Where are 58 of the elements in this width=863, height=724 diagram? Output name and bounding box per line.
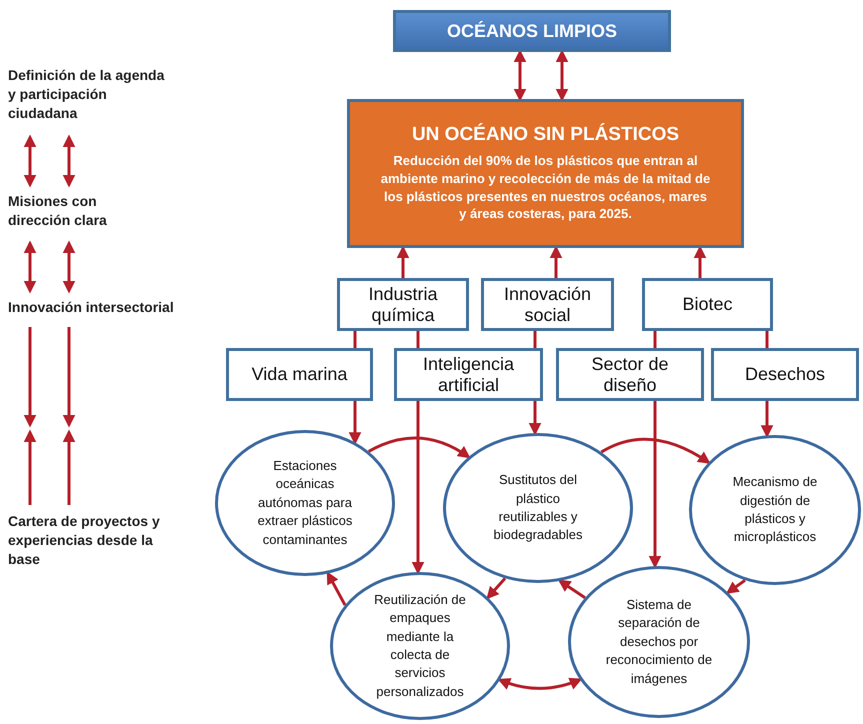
arrow (556, 49, 568, 102)
mission-box (347, 99, 744, 248)
sector-box (481, 278, 614, 331)
level-label: Cartera de proyectos y experiencias desde la base (8, 512, 161, 569)
node-text: OCÉANOS LIMPIOS (446, 20, 617, 42)
connector-line (654, 331, 656, 348)
node-text: Industria química (367, 284, 439, 325)
arrow (486, 577, 506, 600)
level-label: Innovación intersectorial (8, 298, 174, 317)
sector-box (556, 348, 704, 401)
node-text: Sector de diseño (590, 354, 670, 395)
arrow (368, 436, 471, 458)
mission-title: UN OCÉANO SIN PLÁSTICOS (412, 124, 680, 146)
goal-banner (393, 10, 671, 52)
arrow (558, 580, 586, 600)
sector-box (226, 348, 373, 401)
sector-box (394, 348, 543, 401)
arrow (62, 327, 76, 428)
sector-box (642, 278, 773, 331)
arrow (396, 245, 410, 278)
arrow (326, 571, 346, 606)
node-text: Vida marina (252, 364, 348, 385)
node-text: Inteligencia artificial (422, 354, 516, 395)
node-text: Innovación social (502, 284, 592, 325)
arrow (600, 438, 711, 464)
arrow (62, 429, 76, 505)
arrow (348, 401, 362, 445)
arrow (726, 579, 746, 594)
arrow (24, 429, 36, 505)
level-label: Misiones con dirección clara (8, 192, 108, 230)
arrow (648, 401, 662, 569)
arrow (498, 678, 582, 690)
node-text: Sistema de separación de desechos por reconocimiento de imágenes (605, 596, 713, 688)
connector-line (354, 331, 356, 348)
arrow (24, 327, 36, 428)
sector-box (337, 278, 469, 331)
mission-description: Reducción del 90% de los plásticos que entran al ambiente marino y recolección de más de la mitad de los plásticos presentes en nuestros océanos, mares y áreas costeras, para 2025. (380, 152, 711, 223)
arrow (62, 134, 76, 188)
node-text: Reutilización de empaques mediante la colecta de servicios personalizados (373, 590, 467, 701)
arrow (24, 134, 36, 188)
sector-box (711, 348, 859, 401)
arrow (62, 240, 76, 294)
node-text: Estaciones oceánicas autónomas para extraer plásticos contaminantes (256, 456, 354, 549)
connector-line (416, 331, 420, 348)
node-text: Desechos (744, 364, 826, 385)
level-label: Definición de la agenda y participación ciudadana (8, 66, 166, 123)
connector-line (766, 331, 768, 348)
node-text: Sustitutos del plástico reutilizables y biodegradables (492, 471, 584, 544)
arrow (514, 49, 526, 102)
arrow (24, 240, 36, 294)
node-text: Biotec (682, 294, 733, 315)
arrow (550, 245, 562, 278)
arrow (528, 401, 542, 436)
connector-line (534, 331, 536, 348)
arrow (760, 401, 774, 438)
arrow (694, 245, 706, 278)
node-text: Mecanismo de digestión de plásticos y microplásticos (732, 473, 818, 546)
arrow (412, 401, 424, 575)
